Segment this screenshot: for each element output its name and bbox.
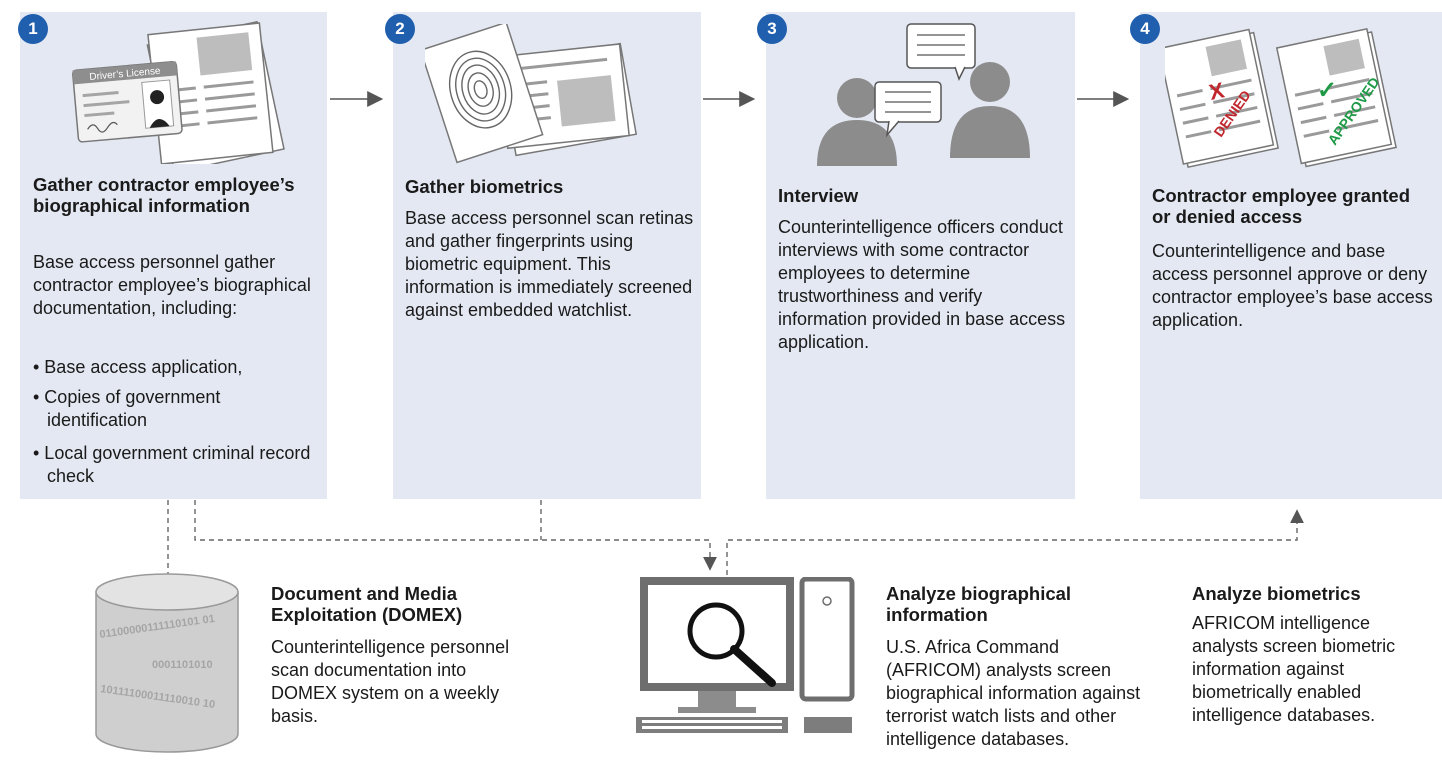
step-1-bullet-3: • Local government criminal record check (33, 443, 311, 486)
database-icon: 01100000111110101 01 0001101010 10111100… (95, 573, 239, 753)
step-3-badge: 3 (757, 14, 787, 44)
x-mark: X (1207, 77, 1227, 105)
step-1-title: Gather contractor employee’s biographica… (33, 174, 295, 216)
computer-icon (636, 577, 855, 733)
step-1-bullet-2: • Copies of government identification (33, 387, 221, 430)
drivers-license-icon: Driver’s License (72, 20, 285, 164)
step-1-bullet-1: • Base access application, (33, 357, 243, 377)
analyze-biometrics-title: Analyze biometrics (1192, 583, 1361, 604)
arrow-to-computer (194, 500, 717, 571)
step-2-badge: 2 (385, 14, 415, 44)
domex-body: Counterintelligence personnel scan docum… (271, 637, 510, 726)
step-2-title: Gather biometrics (405, 176, 564, 197)
step-4-body: Counterintelligence and base access pers… (1152, 241, 1433, 330)
analyze-biometrics-body: AFRICOM intelligence analysts screen bio… (1192, 613, 1396, 725)
step-1-badge: 1 (18, 14, 48, 44)
step-4-badge: 4 (1130, 14, 1160, 44)
arrow-to-step-4 (726, 509, 1304, 575)
step-3-body: Counterintelligence officers conduct int… (778, 217, 1066, 352)
analyze-bio-title: Analyze biographical information (886, 583, 1072, 625)
fingerprint-icon (425, 24, 638, 164)
binary-line-2: 0001101010 (152, 659, 213, 671)
domex-title: Document and Media Exploitation (DOMEX) (271, 583, 463, 625)
analyze-bio-body: U.S. Africa Command (AFRICOM) analysts s… (886, 637, 1141, 749)
step-4-title: Contractor employee granted or denied ac… (1152, 185, 1411, 227)
denied-approved-icon: X DENIED ✓ APPROVED (1165, 27, 1397, 169)
step-2-body: Base access personnel scan retinas and g… (405, 208, 694, 320)
interview-icon (817, 23, 1030, 166)
check-mark: ✓ (1317, 77, 1337, 104)
step-3-title: Interview (778, 185, 859, 206)
step-1-body: Base access personnel gather contractor … (33, 252, 311, 318)
